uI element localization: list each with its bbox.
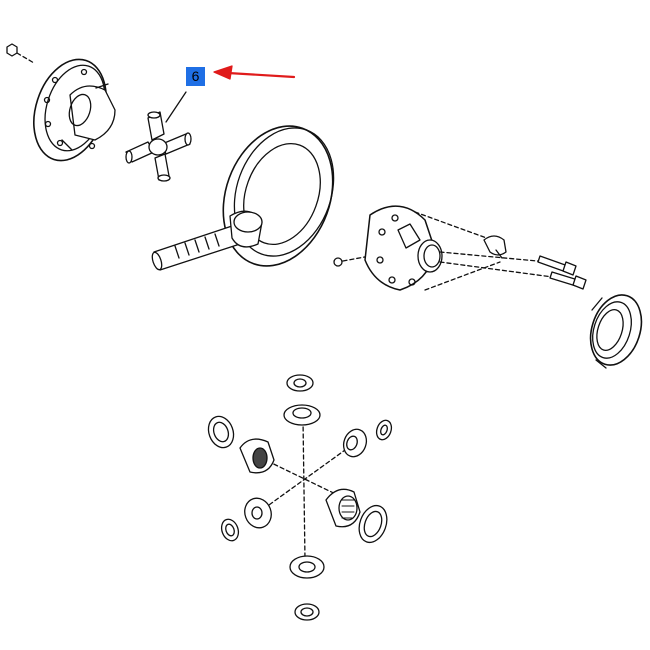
- thrust-washer-left: [207, 415, 235, 449]
- side-gear-bottom: [289, 555, 325, 579]
- pinion-gear-right-top: [342, 428, 368, 458]
- lock-plate: [483, 235, 507, 259]
- seal-ring: [589, 294, 643, 369]
- pinion-gear-left: [239, 438, 275, 474]
- thrust-washer-bottom: [294, 603, 320, 621]
- pinion-shaft: [151, 210, 263, 271]
- thrust-washer-top: [286, 374, 314, 392]
- thrust-washer-bottom-left: [220, 518, 240, 542]
- callout-label-part-number[interactable]: 6: [186, 67, 205, 86]
- side-gear-bottom-left: [244, 497, 272, 529]
- side-gear-right: [325, 488, 361, 528]
- red-arrow-icon: [213, 65, 296, 80]
- differential-case-half: [33, 58, 116, 162]
- thrust-washer-right-top: [375, 419, 393, 441]
- side-gear-top: [283, 404, 321, 426]
- ring-gear: [222, 125, 335, 267]
- spider-cross-part-6: [125, 91, 192, 182]
- thrust-washer-right: [358, 504, 388, 544]
- differential-case: [364, 205, 561, 291]
- case-bolts: [537, 255, 587, 290]
- small-bolt: [6, 43, 35, 64]
